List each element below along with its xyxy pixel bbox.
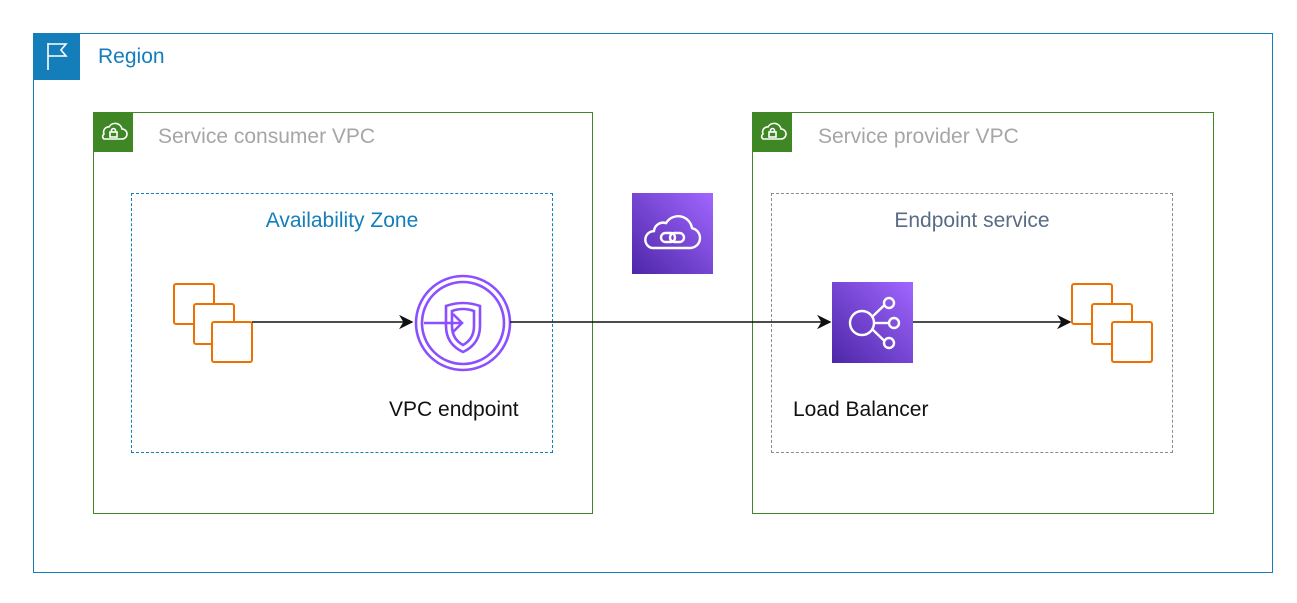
load-balancer-label: Load Balancer <box>793 398 929 421</box>
vpc-endpoint-label: VPC endpoint <box>389 398 519 421</box>
provider-vpc-boundary <box>752 112 1214 514</box>
region-boundary <box>33 33 1273 573</box>
cloud-lock-icon <box>93 112 133 152</box>
vpc-endpoint-icon <box>414 274 512 372</box>
region-label: Region <box>98 45 165 68</box>
instances-icon <box>173 283 253 363</box>
consumer-vpc-label: Service consumer VPC <box>158 125 376 148</box>
endpoint-service-boundary <box>771 193 1173 453</box>
privatelink-icon <box>632 193 713 274</box>
provider-vpc-label: Service provider VPC <box>818 125 1019 148</box>
load-balancer-icon <box>832 282 913 363</box>
instances-icon <box>1071 283 1153 363</box>
cloud-lock-icon <box>752 112 792 152</box>
flag-icon <box>33 33 80 80</box>
availability-zone-label: Availability Zone <box>265 209 419 232</box>
endpoint-service-label: Endpoint service <box>894 209 1050 232</box>
availability-zone-boundary <box>131 193 553 453</box>
consumer-vpc-boundary <box>93 112 593 514</box>
